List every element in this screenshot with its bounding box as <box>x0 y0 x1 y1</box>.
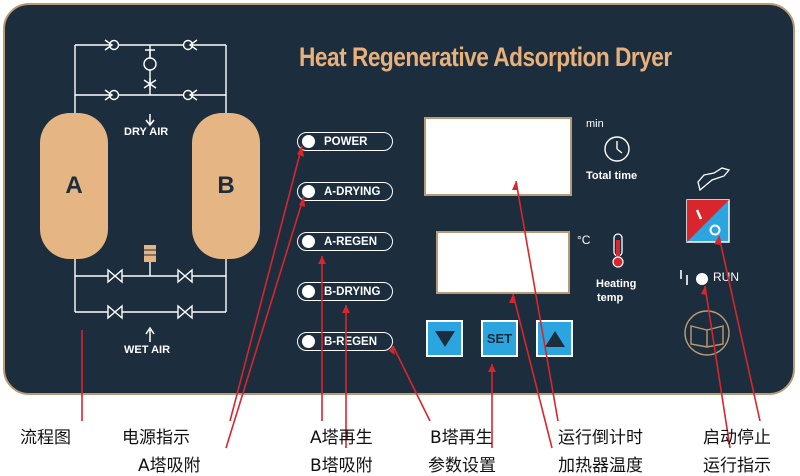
check-valve-icon <box>108 89 120 101</box>
indicator-b-regen: B-REGEN <box>297 332 393 351</box>
thermometer-icon <box>612 233 624 268</box>
dry-air-label: DRY AIR <box>124 126 169 138</box>
start-stop-switch-icon[interactable] <box>686 199 730 243</box>
triangle-up-icon <box>544 330 565 347</box>
indicator-a-regen: A-REGEN <box>297 232 393 251</box>
heater-icon <box>143 57 157 71</box>
annotation-countdown: 运行倒计时 <box>558 428 643 448</box>
panel-title: Heat Regenerative Adsorption Dryer <box>299 42 672 72</box>
control-panel <box>3 3 795 395</box>
time-unit: min <box>586 118 604 130</box>
annotation-b-regen: B塔再生 <box>430 428 493 448</box>
clock-icon <box>604 136 630 162</box>
silencer-icon <box>144 245 156 262</box>
indicator-a-drying: A-DRYING <box>297 182 393 201</box>
time-label: Total time <box>586 170 638 182</box>
set-button[interactable]: SET <box>481 320 518 357</box>
annotation-a-adsorption: A塔吸附 <box>138 456 201 476</box>
temp-unit: °C <box>577 233 591 247</box>
indicator-b-drying: B-DRYING <box>297 282 393 301</box>
valve-icon <box>177 268 193 284</box>
valve-icon <box>107 304 123 320</box>
down-button[interactable] <box>426 320 463 357</box>
a-regen-led <box>302 235 315 248</box>
arrow-up-icon <box>145 326 155 342</box>
triangle-down-icon <box>434 330 455 347</box>
open-book-icon <box>684 310 730 356</box>
annotation-a-regen: A塔再生 <box>310 428 373 448</box>
time-display <box>424 117 572 196</box>
power-led <box>302 135 315 148</box>
tank-b-label: B <box>217 172 235 199</box>
valve-icon <box>107 268 123 284</box>
annotation-power-indicator: 电源指示 <box>122 428 190 448</box>
temp-label-line2: temp <box>597 292 624 304</box>
indicator-b-regen-label: B-REGEN <box>324 335 378 348</box>
arrow-down-icon <box>145 114 155 127</box>
run-led <box>696 273 708 285</box>
run-label: RUN <box>713 270 739 284</box>
hand-pointer-icon <box>697 167 731 192</box>
annotation-heater-temp: 加热器温度 <box>558 456 643 476</box>
check-valve-icon <box>182 89 194 101</box>
b-drying-led <box>302 285 315 298</box>
indicator-power-label: POWER <box>324 135 368 148</box>
annotation-b-adsorption: B塔吸附 <box>310 456 373 476</box>
up-button[interactable] <box>536 320 573 357</box>
tank-a <box>40 113 108 259</box>
check-valve-icon <box>182 39 194 51</box>
b-regen-led <box>302 335 315 348</box>
temp-label-line1: Heating <box>596 278 637 290</box>
annotation-start-stop: 启动停止 <box>703 428 771 448</box>
indicator-a-drying-label: A-DRYING <box>324 185 381 198</box>
temperature-display <box>436 231 570 294</box>
annotation-run-indicator: 运行指示 <box>703 456 771 476</box>
set-button-label: SET <box>486 331 513 346</box>
indicator-b-drying-label: B-DRYING <box>324 285 381 298</box>
a-drying-led <box>302 185 315 198</box>
wet-air-label: WET AIR <box>124 344 171 356</box>
tank-a-label: A <box>65 172 83 199</box>
annotation-param-setting: 参数设置 <box>428 456 496 476</box>
annotation-flow-chart: 流程图 <box>20 428 71 448</box>
indicator-power: POWER <box>297 132 393 151</box>
indicator-a-regen-label: A-REGEN <box>324 235 378 248</box>
check-valve-icon <box>108 39 120 51</box>
valve-icon <box>177 304 193 320</box>
